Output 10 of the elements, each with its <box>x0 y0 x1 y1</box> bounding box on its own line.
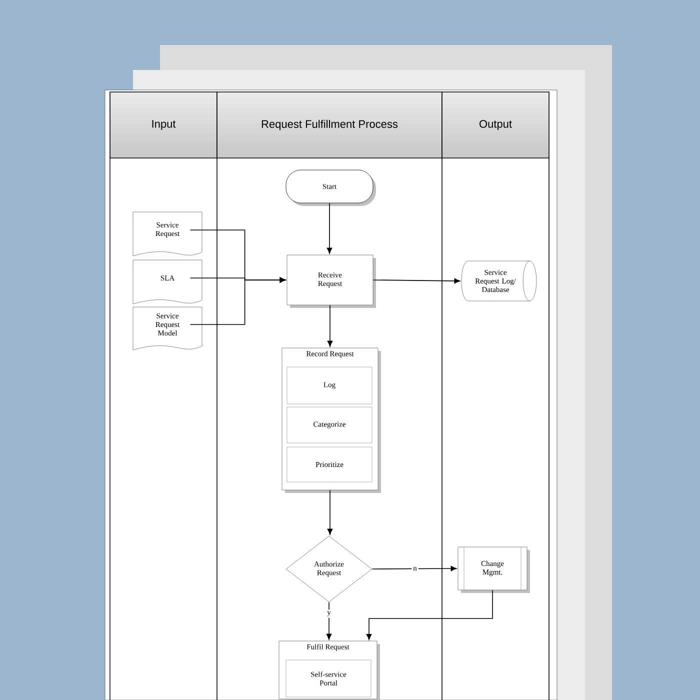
arrow <box>372 566 457 572</box>
arrow <box>366 590 493 640</box>
arrow <box>190 277 286 325</box>
arrow <box>326 202 332 254</box>
arrow <box>326 602 332 640</box>
lane-header: Output <box>442 92 550 158</box>
arrow <box>327 304 333 347</box>
arrow <box>327 490 333 535</box>
arrow <box>372 278 460 284</box>
lane-header: Input <box>110 92 218 158</box>
